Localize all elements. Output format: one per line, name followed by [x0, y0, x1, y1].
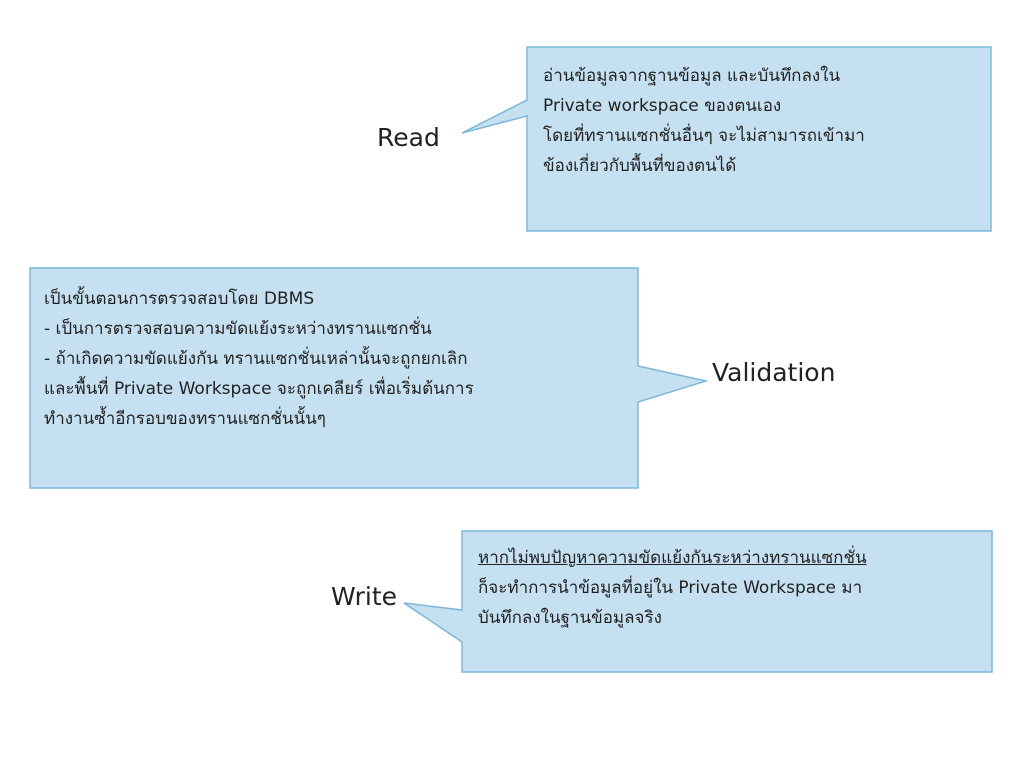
write-callout-shape — [403, 530, 993, 673]
validation-line: - ถ้าเกิดความขัดแย้งกัน ทรานแซกชั่นเหล่า… — [44, 349, 468, 369]
read-line: ข้องเกี่ยวกับพื้นที่ของตนได้ — [543, 156, 737, 176]
write-label: Write — [331, 582, 398, 611]
validation-line: - เป็นการตรวจสอบความขัดแย้งระหว่างทรานแซ… — [44, 319, 432, 339]
read-callout: อ่านข้อมูลจากฐานข้อมูล และบันทึกลงใน Pri… — [527, 47, 991, 231]
validation-callout: เป็นขั้นตอนการตรวจสอบโดย DBMS - เป็นการต… — [30, 268, 638, 488]
write-line: ก็จะทำการนำข้อมูลที่อยู่ใน Private Works… — [478, 578, 863, 598]
read-callout-shape — [461, 46, 992, 232]
write-line: หากไม่พบปัญหาความขัดแย้งกันระหว่างทรานแซ… — [478, 548, 867, 568]
validation-line: ทำงานซ้ำอีกรอบของทรานแซกชั่นนั้นๆ — [44, 409, 326, 429]
write-line: บันทึกลงในฐานข้อมูลจริง — [478, 608, 662, 628]
read-line: Private workspace ของตนเอง — [543, 96, 782, 116]
read-line: โดยที่ทรานแซกชั่นอื่นๆ จะไม่สามารถเข้ามา — [543, 126, 865, 146]
read-label: Read — [377, 123, 440, 152]
read-line: อ่านข้อมูลจากฐานข้อมูล และบันทึกลงใน — [543, 66, 841, 86]
write-callout: หากไม่พบปัญหาความขัดแย้งกันระหว่างทรานแซ… — [462, 531, 992, 672]
validation-line: และพื้นที่ Private Workspace จะถูกเคลียร… — [44, 379, 474, 399]
validation-label: Validation — [712, 358, 836, 387]
validation-callout-shape — [29, 267, 709, 489]
validation-line: เป็นขั้นตอนการตรวจสอบโดย DBMS — [44, 289, 315, 309]
